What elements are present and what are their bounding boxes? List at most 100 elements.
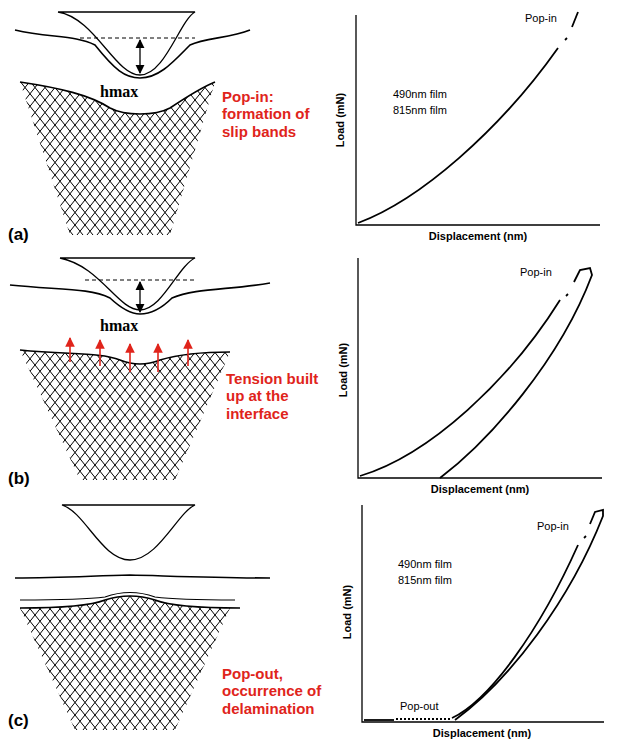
h-max-label: hmax [100,318,138,334]
slip-line [0,75,15,240]
slip-line [0,340,41,485]
slip-line [53,75,185,240]
slip-line [0,340,111,485]
slip-line [0,75,55,240]
slip-line [325,340,441,485]
slip-line [0,590,105,735]
slip-line [0,590,85,735]
slip-line [85,75,217,240]
axes [356,15,600,225]
slip-line [0,75,95,240]
slip-line [0,340,5,485]
legend-text: 815nm film [393,104,447,116]
slip-line [405,340,521,485]
slip-line [203,75,335,240]
slip-line [0,340,71,485]
film-surface [15,30,250,78]
curve-label: Pop-out [400,700,439,712]
slip-line [0,340,85,485]
panel-tag: (b) [8,470,30,487]
slip-line [223,75,355,240]
slip-line [0,340,65,485]
slip-line [385,340,501,485]
slip-line [375,75,507,240]
indenter [60,258,195,310]
slip-line [0,75,5,240]
pop-out-segment [396,718,450,720]
slip-line [0,590,115,735]
axis-title: Load (mN) [341,585,353,639]
slip-line [95,75,227,240]
slip-line [219,590,335,735]
curve [360,300,560,476]
slip-line [13,75,145,240]
slip-line [355,340,471,485]
substrate-surface [20,82,215,114]
slip-line [0,75,115,240]
legend-text: 815nm film [398,574,452,586]
slip-line [0,75,17,240]
curve-label: Pop-in [525,12,557,24]
slip-line [0,590,71,735]
legend-text: 490nm film [393,88,447,100]
film-surface [15,575,270,578]
slip-bands [0,75,557,240]
curve-label: Pop-in [520,266,552,278]
slip-line [275,75,407,240]
annotation: Pop-out, occurrence of delamination [222,665,334,717]
slip-line [385,75,517,240]
slip-line [305,590,421,735]
axes [362,505,604,722]
slip-line [219,340,335,485]
slip-line [225,340,341,485]
slip-line [0,75,7,240]
slip-line [43,75,175,240]
slip-line [345,75,477,240]
slip-line [0,340,105,485]
slip-line [0,75,35,240]
slip-line [0,75,47,240]
slip-line [0,590,65,735]
slip-line [0,340,15,485]
slip-line [215,75,347,240]
slip-line [289,340,405,485]
slip-line [395,340,511,485]
slip-bands [0,340,521,485]
axis-title: Displacement (nm) [429,230,527,242]
slip-line [213,75,345,240]
slip-line [395,590,511,735]
slip-line [315,340,431,485]
slip-line [285,340,401,485]
curve [452,545,578,718]
slip-line [0,340,25,485]
slip-line [0,590,1,735]
slip-line [0,590,35,735]
h-max-label: hmax [100,84,138,100]
slip-line [275,340,391,485]
panel-tag: (a) [8,226,29,243]
slip-line [0,590,41,735]
slip-line [315,590,431,735]
slip-line [345,340,461,485]
slip-line [0,590,51,735]
slip-line [385,590,501,735]
slip-line [375,590,491,735]
slip-line [0,590,75,735]
slip-line [279,340,395,485]
slip-line [23,75,155,240]
slip-line [0,75,75,240]
slip-line [273,75,405,240]
curve [358,48,558,223]
slip-line [0,340,21,485]
slip-line [0,75,25,240]
slip-line [355,590,471,735]
slip-line [83,75,215,240]
panel-tag: (c) [8,712,29,729]
slip-line [325,75,457,240]
legend-text: 490nm film [398,558,452,570]
indenter [58,12,195,75]
slip-line [0,340,11,485]
slip-line [0,340,31,485]
slip-line [0,75,67,240]
